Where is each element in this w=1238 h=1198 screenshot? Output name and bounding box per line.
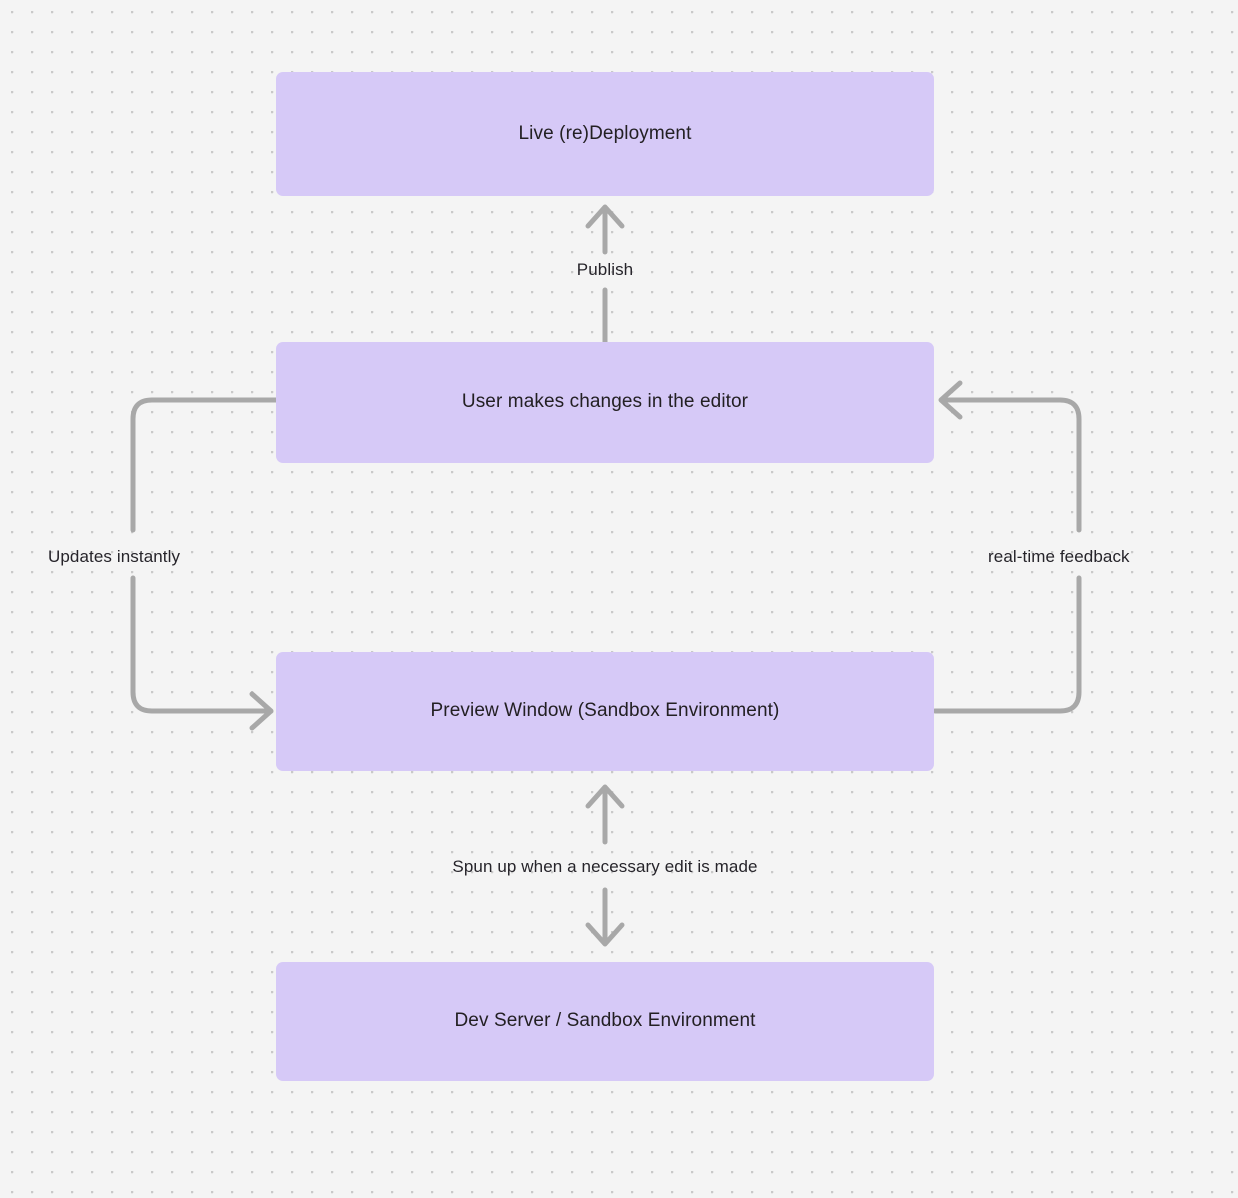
arrowhead-down-icon xyxy=(585,922,625,947)
arrowhead-up-icon xyxy=(585,784,625,809)
edge-label-updates-instantly: Updates instantly xyxy=(48,547,181,566)
edge-label-publish: Publish xyxy=(576,260,634,279)
arrowhead-right-icon xyxy=(249,691,274,731)
edge-label-spun-up: Spun up when a necessary edit is made xyxy=(452,857,758,876)
node-user-edits[interactable]: User makes changes in the editor xyxy=(276,342,934,463)
node-preview-window[interactable]: Preview Window (Sandbox Environment) xyxy=(276,652,934,771)
arrowhead-up-icon xyxy=(585,204,625,229)
node-live-deployment[interactable]: Live (re)Deployment xyxy=(276,72,934,196)
node-label: Live (re)Deployment xyxy=(518,122,692,144)
node-label: User makes changes in the editor xyxy=(461,391,749,413)
arrowhead-left-icon xyxy=(938,380,963,420)
node-label: Dev Server / Sandbox Environment xyxy=(454,1010,756,1032)
edge-label-real-time-feedback: real-time feedback xyxy=(988,547,1130,566)
node-dev-server[interactable]: Dev Server / Sandbox Environment xyxy=(276,962,934,1081)
node-label: Preview Window (Sandbox Environment) xyxy=(430,700,780,722)
